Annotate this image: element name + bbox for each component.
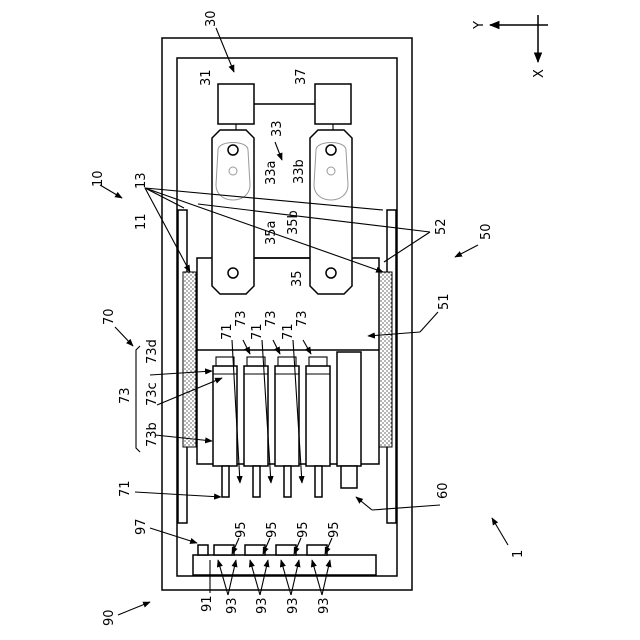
label-93-1: 93 — [225, 597, 240, 614]
label-73-3: 73 — [295, 310, 310, 327]
leader-33 — [275, 142, 282, 160]
plate-assembly — [212, 130, 352, 294]
left-hatched-member — [183, 272, 196, 447]
label-93-4: 93 — [317, 597, 332, 614]
label-51: 51 — [437, 293, 452, 310]
label-73d: 73d — [145, 339, 160, 364]
label-70: 70 — [102, 308, 117, 325]
y-axis-label: Y — [472, 21, 487, 30]
motor-37 — [315, 84, 351, 124]
unit-1 — [213, 366, 237, 466]
terminal-4 — [307, 545, 327, 555]
axis-indicator: Y X — [472, 15, 548, 78]
leader-50 — [455, 245, 478, 257]
label-95-2: 95 — [265, 521, 280, 538]
unit-1-cap — [216, 357, 234, 366]
label-33a: 33a — [264, 160, 279, 185]
block-97 — [198, 545, 208, 555]
terminal-1 — [214, 545, 234, 555]
leader-52b — [384, 232, 430, 262]
leader-73d — [150, 371, 212, 375]
label-50: 50 — [479, 223, 494, 240]
unit-row-73 — [213, 352, 361, 497]
label-73-2: 73 — [264, 310, 279, 327]
brace-73 — [136, 346, 140, 452]
leader-60a — [372, 505, 440, 510]
right-hatched-member — [379, 272, 392, 447]
leader-90 — [118, 602, 150, 615]
label-10: 10 — [91, 170, 106, 187]
label-31: 31 — [199, 69, 214, 86]
leader-73-1 — [243, 340, 250, 354]
motor-31 — [218, 84, 254, 124]
leader-73-3 — [303, 340, 311, 354]
label-97: 97 — [134, 518, 149, 535]
leader-30 — [216, 28, 234, 72]
block-60 — [341, 466, 357, 488]
unit-4-cap — [309, 357, 327, 366]
label-13: 13 — [134, 172, 149, 189]
label-71-3: 71 — [281, 323, 296, 340]
label-73: 73 — [118, 387, 133, 404]
label-11: 11 — [134, 213, 149, 230]
unit-2-cap — [247, 357, 265, 366]
label-90: 90 — [102, 609, 117, 626]
label-93-2: 93 — [255, 597, 270, 614]
terminal-3 — [276, 545, 296, 555]
label-60: 60 — [436, 482, 451, 499]
label-33b: 33b — [292, 159, 307, 184]
leader-73-2 — [273, 340, 280, 354]
label-91: 91 — [200, 595, 215, 612]
label-35a: 35a — [264, 220, 279, 245]
unit-4 — [306, 366, 330, 466]
leader-51a — [420, 312, 438, 332]
unit-3-cap — [278, 357, 296, 366]
pin-4 — [315, 466, 322, 497]
label-71-1: 71 — [220, 323, 235, 340]
leader-97 — [150, 528, 197, 543]
label-30: 30 — [204, 10, 219, 27]
label-71-bottom: 71 — [118, 480, 133, 497]
label-95-1: 95 — [234, 521, 249, 538]
label-37: 37 — [294, 68, 309, 85]
leader-1 — [492, 518, 508, 545]
inner-housing — [177, 58, 397, 576]
label-71-2: 71 — [250, 323, 265, 340]
label-73-1: 73 — [234, 310, 249, 327]
label-52: 52 — [434, 218, 449, 235]
pin-3 — [284, 466, 291, 497]
unit-5 — [337, 352, 361, 466]
label-93-3: 93 — [286, 597, 301, 614]
leader-70 — [115, 327, 133, 346]
leader-60b — [356, 497, 372, 510]
outer-housing — [162, 38, 412, 590]
pin-2 — [253, 466, 260, 497]
label-1: 1 — [511, 550, 526, 558]
label-35: 35 — [290, 270, 305, 287]
label-33: 33 — [270, 120, 285, 137]
terminal-2 — [245, 545, 265, 555]
label-73c: 73c — [145, 382, 160, 406]
label-35b: 35b — [286, 210, 301, 235]
label-73b: 73b — [145, 422, 160, 447]
label-95-4: 95 — [327, 521, 342, 538]
label-95-3: 95 — [296, 521, 311, 538]
x-axis-label: X — [532, 69, 547, 78]
reference-labels: 30 31 37 33 33a 33b 35a 35b 35 10 11 13 … — [91, 10, 526, 626]
leader-13a — [145, 188, 190, 272]
pin-1 — [222, 466, 229, 497]
